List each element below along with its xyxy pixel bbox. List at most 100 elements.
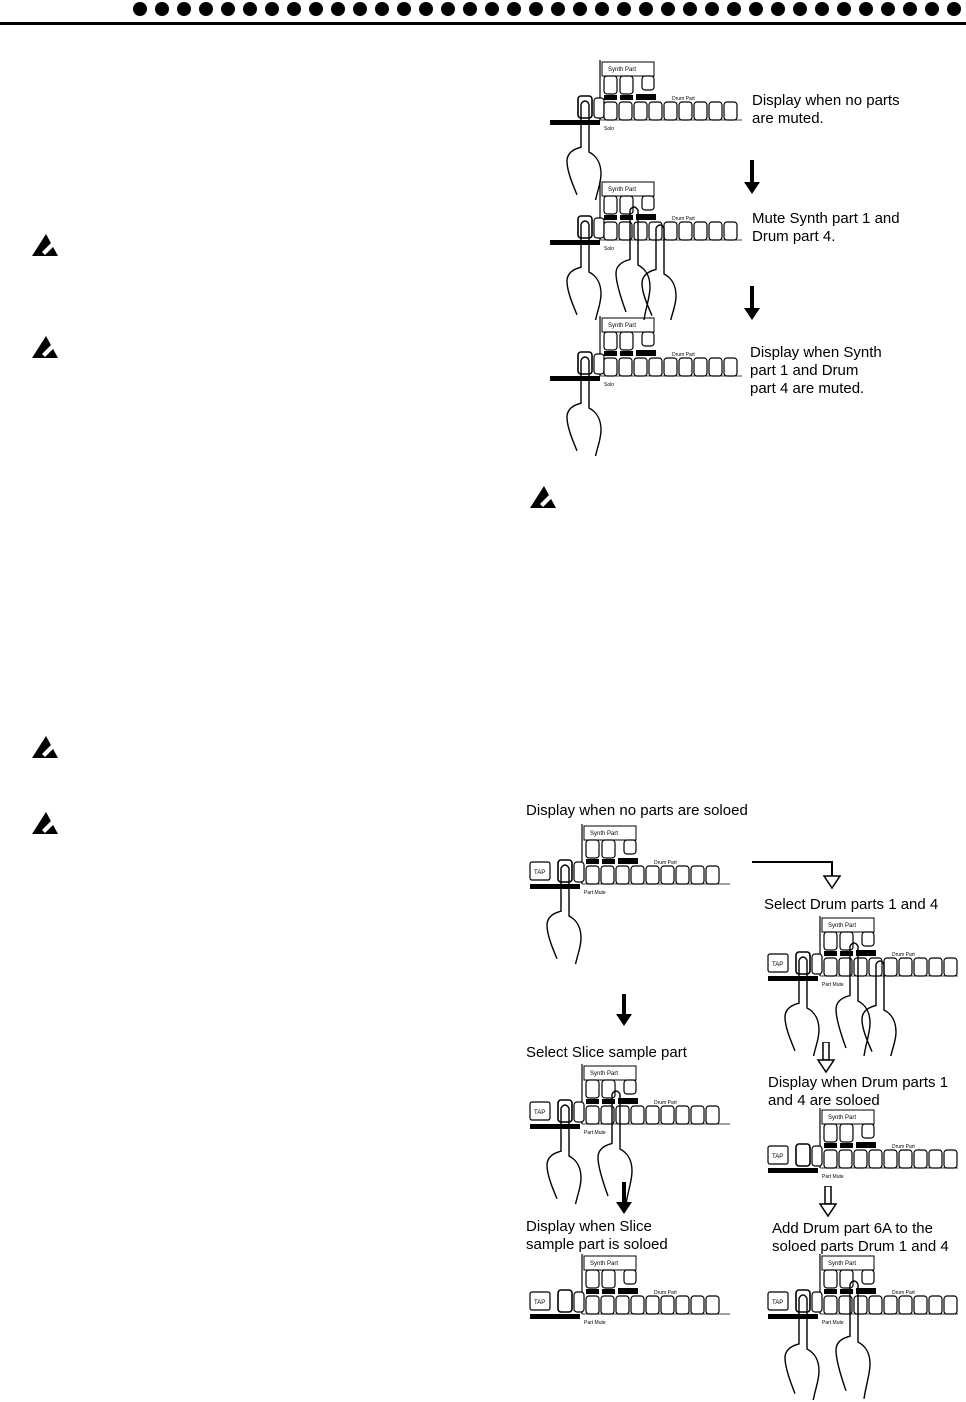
header-dot [551,2,565,16]
synth-pad-index [602,1099,615,1104]
tap-label: TAP [534,1300,545,1306]
drum-pad [660,1105,675,1125]
pressing-hand-icon [615,210,651,320]
accent-pad [861,1269,875,1285]
accent-pad [641,195,655,211]
accent-pad [641,75,655,91]
drum-pad [630,1105,645,1125]
drum-pad [600,1105,615,1125]
drum-part-label: Drum Part [654,1290,677,1296]
caption-select-drum: Select Drum parts 1 and 4 [764,896,939,913]
fingertip [611,1090,621,1095]
drum-pad [708,101,723,121]
drum-pad [618,357,633,377]
drum-pad [678,101,693,121]
header-dot [859,2,873,16]
header-dot [529,2,543,16]
tap-button [767,953,789,973]
drum-pad [585,865,600,885]
synth-pad [603,75,618,95]
drum-pad [853,957,868,977]
synth-pad [839,1269,854,1289]
header-dot [793,2,807,16]
synth-pad [619,331,634,351]
header-dot [727,2,741,16]
synth-pad-index [620,95,633,100]
mode-label: Part Mute [584,890,606,896]
synth-part-label: Synth Part [608,67,636,73]
header-dot [639,2,653,16]
header-dot [881,2,895,16]
fingertip [655,224,665,229]
warning-pen-icon [530,486,556,508]
header-dot [705,2,719,16]
pressing-hand-icon [835,946,871,1056]
synth-pad [601,1269,616,1289]
mode-label: Solo [604,246,614,252]
drum-pad [678,357,693,377]
synth-pad [603,195,618,215]
drum-pad [708,221,723,241]
tap-label: TAP [772,1154,783,1160]
drum-pad [853,1295,868,1315]
mode-button [557,1099,573,1123]
drum-pad [883,1149,898,1169]
mode-label-bar [768,976,818,981]
caption-mute-select: Mute Synth part 1 and Drum part 4. [752,210,900,245]
drum-pad [723,357,738,377]
mode-label-bar [768,1314,818,1319]
synth-pad-index [586,859,599,864]
synth-pad [823,931,838,951]
pressing-hand-icon [784,960,820,1056]
drum-pad [675,865,690,885]
drum-pad [690,1295,705,1315]
header-dot [133,2,147,16]
drum-pad [913,957,928,977]
header-dot [749,2,763,16]
header-dot [925,2,939,16]
header-dot [661,2,675,16]
accent-label-bg [636,94,656,100]
pressing-hand-icon [835,1284,871,1399]
mode-button [593,217,605,239]
down-arrow-icon [616,1182,632,1214]
mode-button [795,1143,811,1167]
warning-pen-icon [32,812,58,834]
drum-pad [943,1295,958,1315]
drum-pad [838,1149,853,1169]
mode-label: Part Mute [584,1320,606,1326]
drum-pad [633,357,648,377]
drum-pad [675,1105,690,1125]
drum-pad [585,1105,600,1125]
tap-button [529,1101,551,1121]
mode-button [811,1145,823,1167]
drum-pad [600,865,615,885]
drum-pad [928,957,943,977]
warning-pen-icon [32,736,58,758]
mode-button [593,353,605,375]
drum-pad [618,221,633,241]
header-dot [155,2,169,16]
drum-pad [883,957,898,977]
warning-pen-icon [32,336,58,358]
drum-pad [943,957,958,977]
synth-pad [603,331,618,351]
pressing-hand-icon [597,1094,633,1204]
drum-pad [913,1149,928,1169]
header-dot-row [133,2,961,16]
synth-pad [823,1123,838,1143]
header-dot [287,2,301,16]
mode-label: Part Mute [584,1130,606,1136]
mode-button [577,215,593,239]
header-dot [177,2,191,16]
drum-pad [645,1105,660,1125]
header-dot [617,2,631,16]
mode-button [811,953,823,975]
tap-label: TAP [772,1300,783,1306]
header-dot [903,2,917,16]
synth-part-label: Synth Part [828,923,856,929]
header-dot [265,2,279,16]
synth-pad-index [604,95,617,100]
header-dot [397,2,411,16]
mode-button [573,1101,585,1123]
